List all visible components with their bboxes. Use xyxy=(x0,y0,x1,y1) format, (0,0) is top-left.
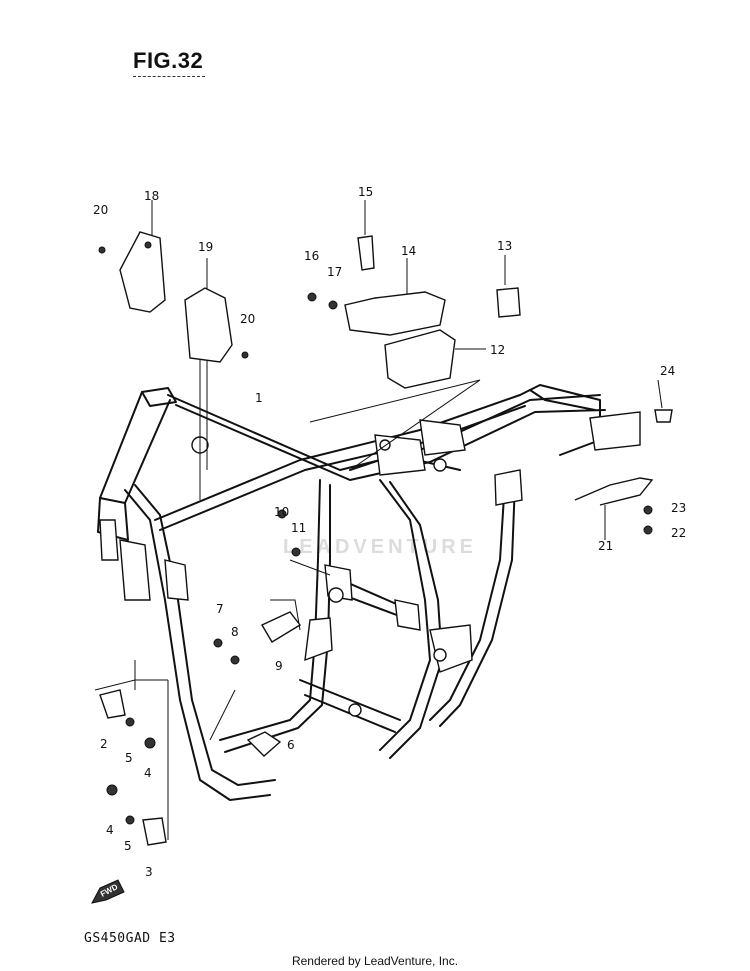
title-underline xyxy=(133,76,205,77)
callout-23: 23 xyxy=(671,501,686,515)
callout-7: 7 xyxy=(216,602,224,616)
callout-19: 19 xyxy=(198,240,213,254)
part-9-plate xyxy=(261,611,302,643)
callout-6: 6 xyxy=(287,738,295,752)
callout-1: 1 xyxy=(255,391,263,405)
callout-11: 11 xyxy=(291,521,306,535)
callout-17: 17 xyxy=(327,265,342,279)
callout-10: 10 xyxy=(274,505,289,519)
callout-4a: 4 xyxy=(144,766,152,780)
callout-2: 2 xyxy=(100,737,108,751)
callout-5b: 5 xyxy=(124,839,132,853)
parts xyxy=(98,231,673,846)
part-21-rod xyxy=(574,477,654,506)
part-13-plate xyxy=(496,287,521,318)
callout-4b: 4 xyxy=(106,823,114,837)
part-2-bracket xyxy=(99,689,126,719)
footer-credit: Rendered by LeadVenture, Inc. xyxy=(291,954,459,968)
model-code: GS450GAD E3 xyxy=(84,931,176,946)
callout-3: 3 xyxy=(145,865,153,879)
callout-9: 9 xyxy=(275,659,283,673)
fwd-arrow-icon xyxy=(91,879,125,904)
callout-14: 14 xyxy=(401,244,416,258)
part-24-cap xyxy=(654,409,673,423)
callout-5a: 5 xyxy=(125,751,133,765)
part-14-toolbox xyxy=(344,291,446,336)
callout-20a: 20 xyxy=(93,203,108,217)
callout-12: 12 xyxy=(490,343,505,357)
part-19-bracket xyxy=(184,287,233,363)
part-12-tray xyxy=(384,329,456,389)
main-frame xyxy=(97,384,641,801)
reference-lines xyxy=(94,200,663,840)
part-15-bracket xyxy=(357,235,375,271)
callout-16: 16 xyxy=(304,249,319,263)
callout-8: 8 xyxy=(231,625,239,639)
callout-18: 18 xyxy=(144,189,159,203)
figure-title: FIG.32 xyxy=(133,48,204,73)
callout-20b: 20 xyxy=(240,312,255,326)
callout-22: 22 xyxy=(671,526,686,540)
callout-24: 24 xyxy=(660,364,675,378)
part-6-bracket xyxy=(246,731,282,757)
part-18-bracket xyxy=(119,231,166,313)
callout-labels: 1 2 3 4 4 5 5 6 7 8 9 10 11 12 13 14 15 … xyxy=(93,185,686,879)
callout-21: 21 xyxy=(598,539,613,553)
part-3-bracket xyxy=(142,817,167,846)
callout-13: 13 xyxy=(497,239,512,253)
callout-15: 15 xyxy=(358,185,373,199)
